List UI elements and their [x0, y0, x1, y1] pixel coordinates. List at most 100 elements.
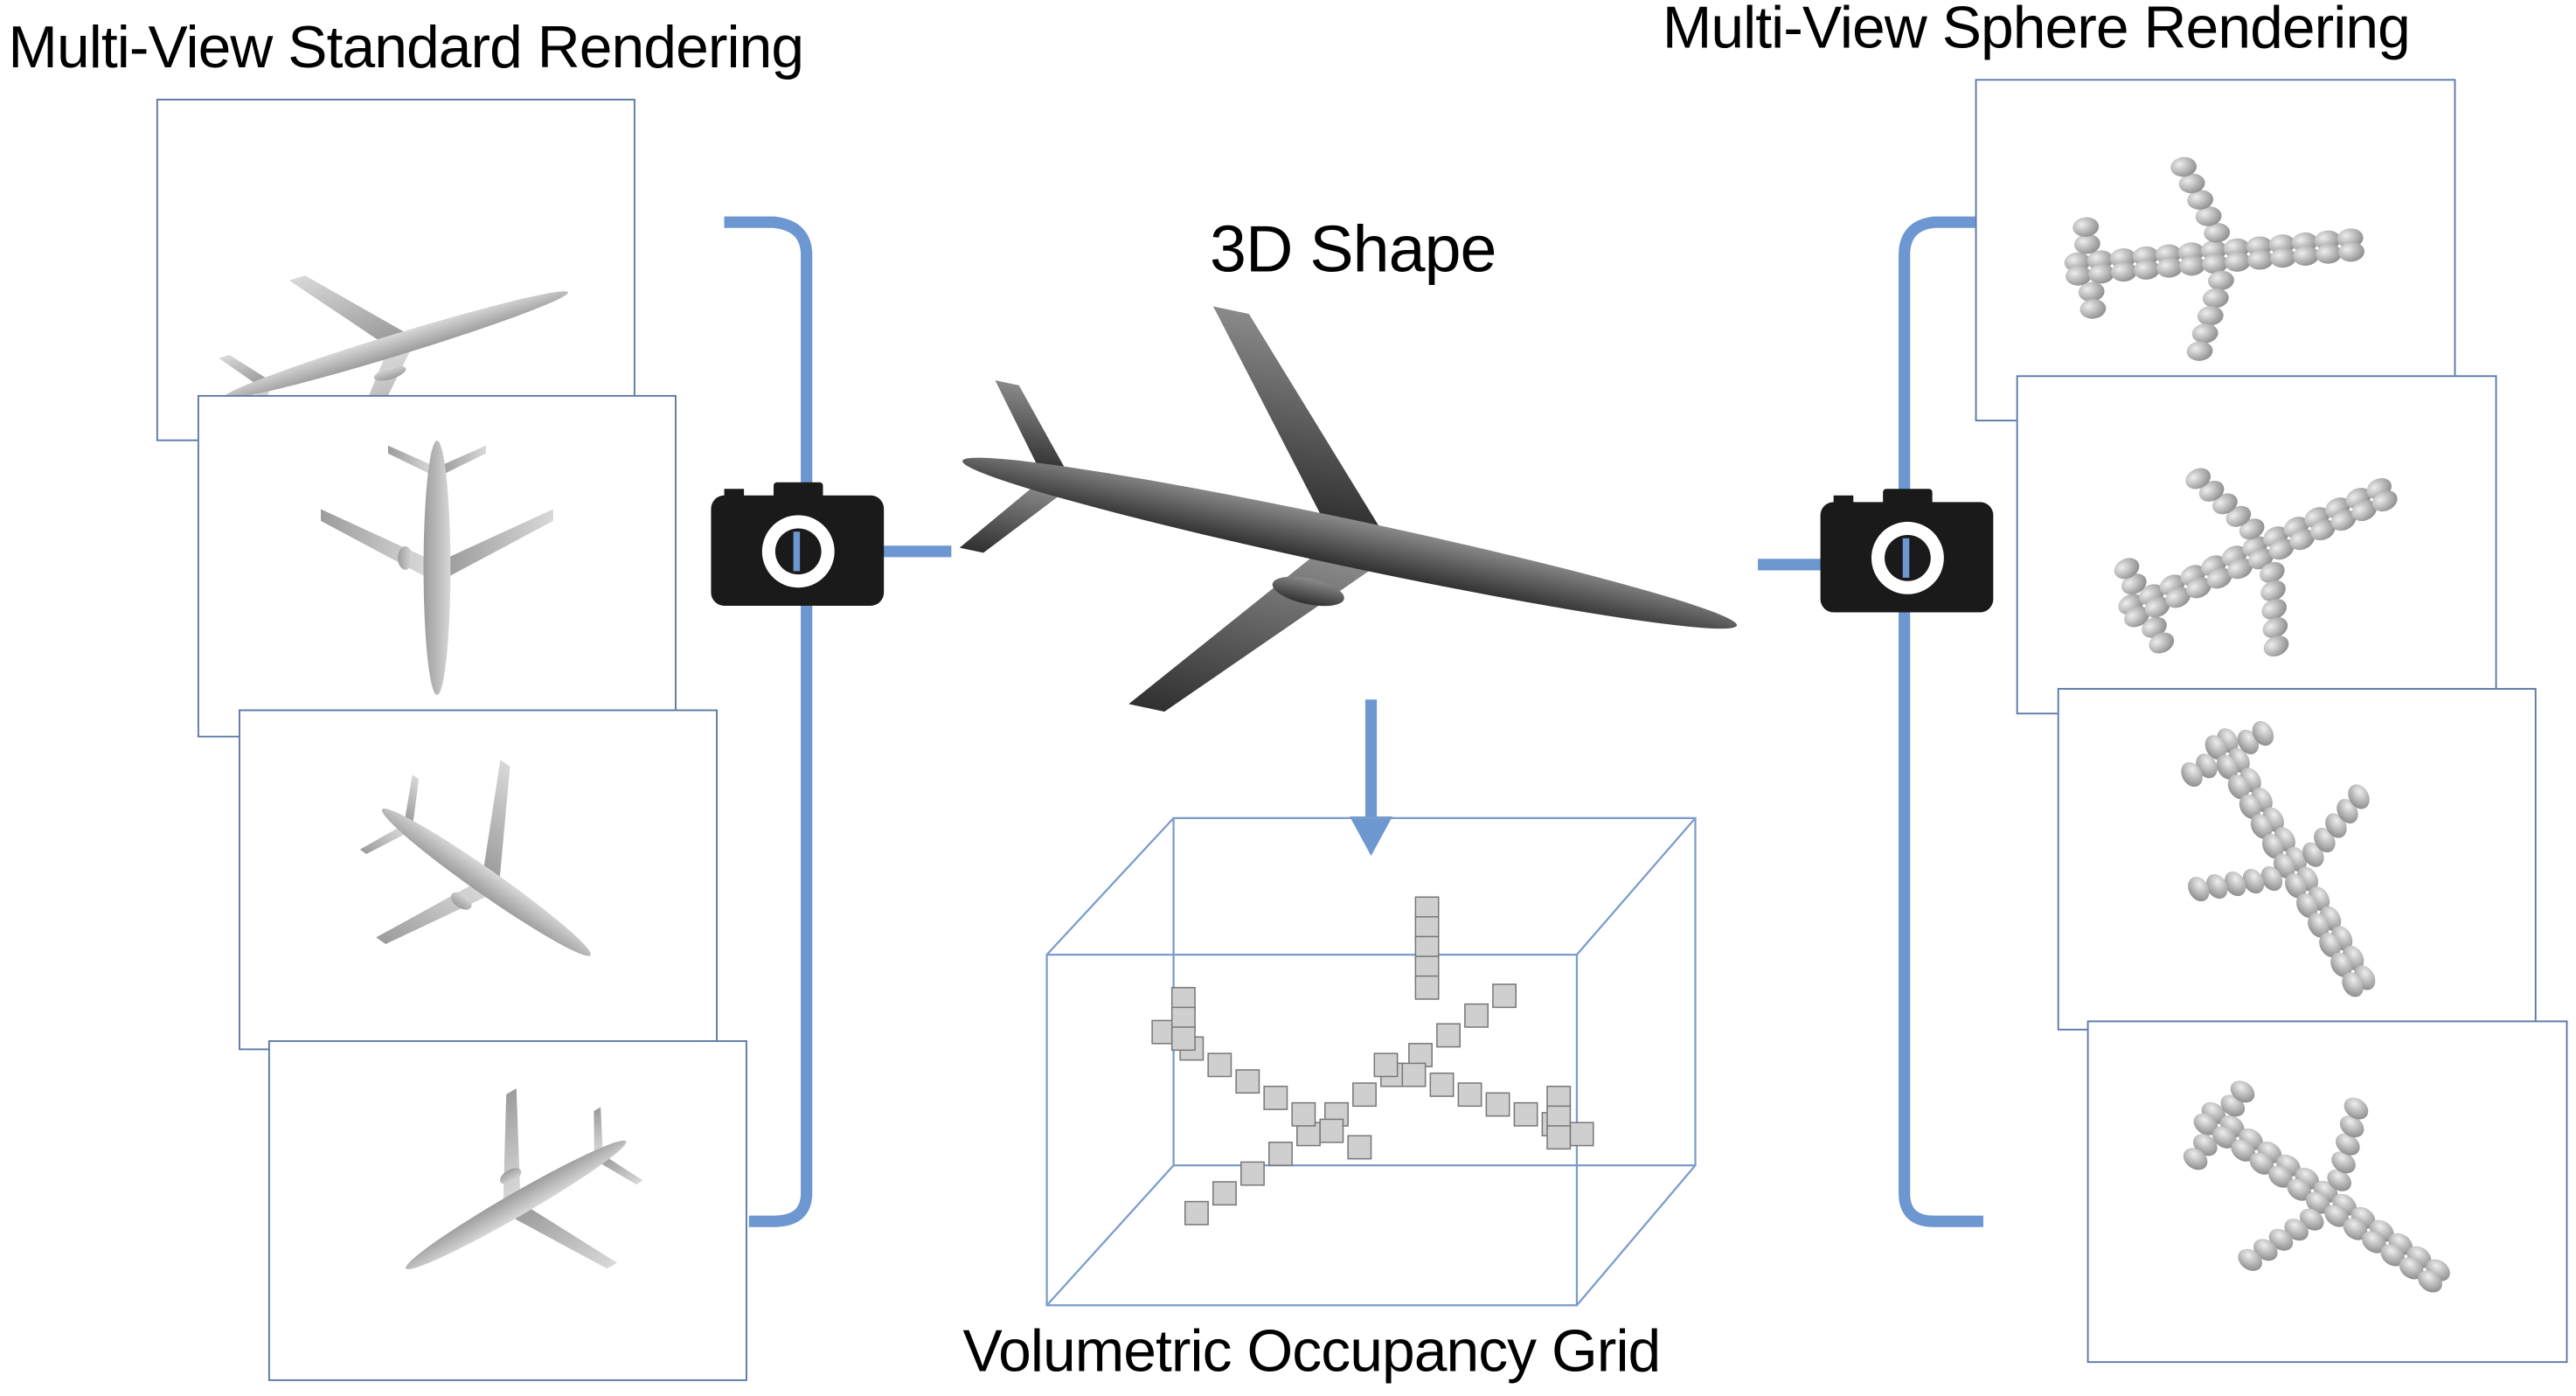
sphere: [2186, 577, 2211, 599]
standard-view-4: [267, 1040, 747, 1381]
sphere: [2250, 814, 2273, 839]
sphere: [2073, 217, 2100, 237]
voxel: [1212, 1181, 1237, 1206]
sphere: [2285, 873, 2307, 899]
sphere: [2208, 270, 2234, 291]
sphere: [2078, 281, 2105, 302]
sphere: [2202, 288, 2229, 309]
sphere: [2225, 252, 2251, 272]
voxel-grid-title: Volumetric Occupancy Grid: [962, 1316, 1662, 1385]
voxel: [1240, 1161, 1265, 1186]
sphere: [2268, 1165, 2293, 1188]
sphere: [2339, 1115, 2364, 1138]
voxel: [1464, 1003, 1489, 1028]
sphere: [2183, 1148, 2208, 1170]
voxel: [1485, 1092, 1510, 1117]
camera-icon-right: [1820, 489, 1994, 613]
sphere: [2111, 261, 2137, 282]
sphere: [2253, 1239, 2278, 1261]
sphere: [2191, 323, 2218, 344]
sphere: [2327, 1169, 2352, 1191]
sphere: [2066, 266, 2092, 286]
voxel-airplane: [1151, 896, 1594, 1226]
voxel: [1207, 1052, 1232, 1078]
sphere: [2371, 490, 2398, 512]
sphere: [2114, 558, 2140, 580]
sphere: [2270, 247, 2296, 268]
sphere: [2179, 255, 2205, 276]
sphere-view-1: [1975, 79, 2456, 422]
sphere: [2260, 865, 2283, 892]
sphere: [2211, 1126, 2237, 1149]
sphere: [2124, 606, 2149, 628]
sphere: [2330, 510, 2357, 531]
sphere: [2170, 156, 2198, 177]
sphere: [2380, 1244, 2406, 1267]
sphere: [2343, 1218, 2368, 1240]
sphere: [2249, 1152, 2274, 1175]
sphere: [2185, 468, 2211, 490]
sphere: [2206, 567, 2232, 589]
sphere: [2263, 635, 2289, 657]
sphere: [2186, 341, 2213, 361]
sphere: [2343, 1097, 2369, 1120]
voxel: [1184, 1200, 1209, 1226]
sphere: [2198, 480, 2225, 502]
sphere: [2142, 616, 2167, 638]
voxel: [1268, 1142, 1293, 1166]
sphere: [2252, 720, 2274, 747]
sphere: [2284, 1219, 2309, 1241]
sphere: [2074, 234, 2100, 254]
sphere: [2362, 1231, 2386, 1254]
right-bracket: [1899, 216, 1984, 1227]
sphere: [2224, 872, 2246, 897]
sphere: [2336, 798, 2358, 824]
voxel: [1429, 1072, 1455, 1097]
sphere: [2205, 735, 2227, 761]
voxel: [1436, 1023, 1461, 1048]
sphere: [2080, 299, 2107, 319]
sphere: [2261, 834, 2284, 859]
sphere: [2342, 972, 2364, 997]
sphere: [2302, 842, 2324, 867]
sphere: [2239, 794, 2261, 820]
3d-shape-title: 3D Shape: [1210, 213, 1496, 287]
down-arrow-head: [1350, 816, 1393, 857]
sphere: [2204, 223, 2231, 243]
sphere: [2188, 877, 2210, 902]
sphere: [2239, 518, 2265, 540]
voxel: [1569, 1122, 1594, 1147]
sphere: [2310, 519, 2336, 541]
sphere: [2195, 206, 2222, 226]
sphere: [2260, 561, 2285, 583]
sphere: [2202, 254, 2228, 274]
sphere: [2238, 1248, 2262, 1271]
sphere: [2262, 617, 2288, 638]
sphere: [2316, 244, 2342, 264]
sphere: [2227, 774, 2250, 800]
sphere: [2121, 573, 2147, 595]
voxel: [1170, 1026, 1196, 1052]
sphere: [2268, 1228, 2294, 1251]
sphere: [2399, 1257, 2424, 1280]
sphere: [2305, 1191, 2330, 1214]
sphere: [2296, 892, 2318, 919]
sphere-view-2: [2016, 375, 2497, 715]
sphere: [2338, 241, 2364, 262]
voxel: [1235, 1069, 1260, 1094]
sphere: [2331, 1151, 2356, 1174]
sphere: [2216, 754, 2239, 780]
sphere: [2193, 1113, 2218, 1136]
sphere-view-3: [2057, 688, 2537, 1031]
sphere: [2336, 1133, 2360, 1156]
voxel: [1319, 1118, 1344, 1143]
sphere: [2289, 529, 2315, 551]
sphere: [2351, 500, 2377, 522]
sphere: [2206, 874, 2228, 899]
sphere: [2165, 587, 2191, 608]
sphere: [2230, 1080, 2255, 1103]
voxel: [1352, 1082, 1377, 1108]
sphere: [2187, 190, 2214, 210]
